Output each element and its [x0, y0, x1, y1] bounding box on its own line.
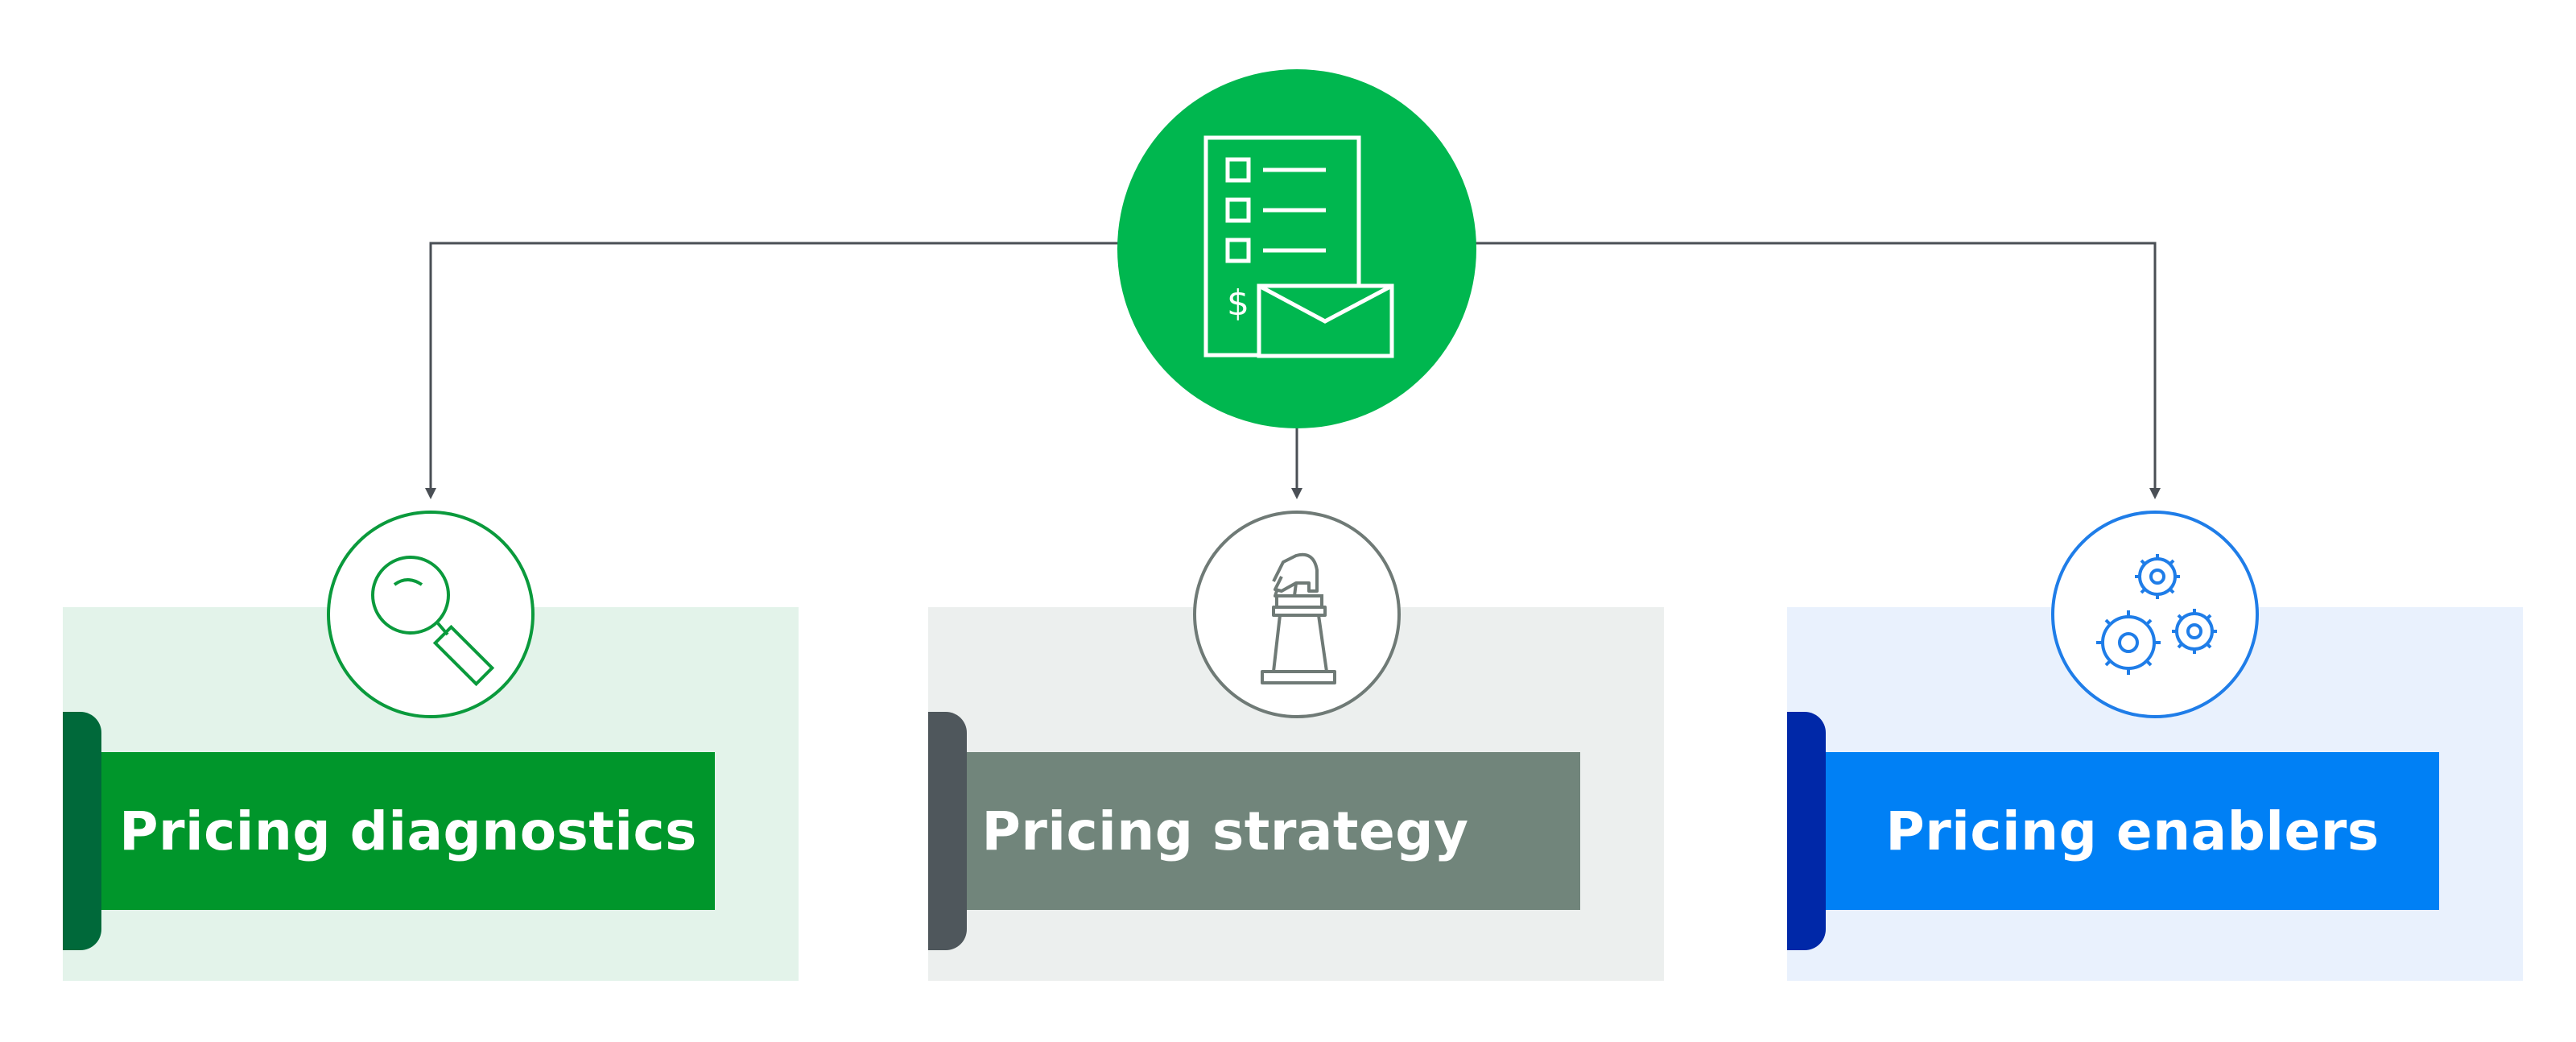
pricing-proposal-document-icon: $	[1203, 135, 1394, 358]
label-pricing-enablers: Pricing enablers	[1885, 800, 2380, 862]
icon-circle-pricing-enablers	[2051, 511, 2259, 718]
svg-text:$: $	[1227, 283, 1249, 324]
label-box-pricing-diagnostics: Pricing diagnostics	[101, 752, 715, 910]
connector-right	[1475, 242, 2157, 488]
magnifying-glass-icon	[371, 556, 495, 687]
tab-accent-pricing-diagnostics	[63, 712, 101, 950]
tab-accent-pricing-enablers	[1787, 712, 1826, 950]
label-box-pricing-enablers: Pricing enablers	[1826, 752, 2439, 910]
label-box-pricing-strategy: Pricing strategy	[967, 752, 1580, 910]
chess-knight-icon	[1261, 552, 1336, 684]
connector-left	[429, 242, 1119, 488]
tab-accent-pricing-strategy	[928, 712, 967, 950]
icon-circle-pricing-diagnostics	[327, 511, 535, 718]
hub-circle: $	[1117, 69, 1476, 428]
label-pricing-diagnostics: Pricing diagnostics	[119, 800, 697, 862]
gears-icon	[2096, 554, 2217, 675]
label-pricing-strategy: Pricing strategy	[981, 800, 1469, 862]
icon-circle-pricing-strategy	[1193, 511, 1401, 718]
